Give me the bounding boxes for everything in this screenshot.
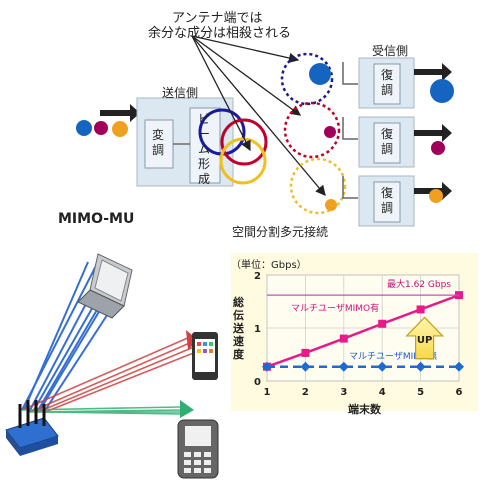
- x-tick-label: 2: [302, 387, 309, 398]
- up-label: UP: [417, 335, 432, 346]
- x-tick-label: 6: [456, 387, 463, 398]
- beamforming-label: ビーム形成: [198, 112, 211, 186]
- y-tick-label: 0: [254, 377, 261, 388]
- series-1-label: マルチユーザMIMO有: [291, 302, 379, 314]
- cancel-arrow-4: [191, 35, 326, 196]
- series-line-1: [266, 293, 460, 368]
- series-1-point: [416, 305, 425, 314]
- series-2-point: [415, 361, 426, 372]
- y-tick-label: 2: [254, 271, 261, 282]
- x-tick-label: 5: [417, 387, 424, 398]
- rx-orange-dot: [325, 199, 337, 211]
- beam-yellow-circle: [219, 137, 267, 185]
- series-1-point: [301, 348, 310, 357]
- y-tick-label: 1: [254, 324, 261, 335]
- modulation-label: 変調: [152, 128, 165, 157]
- rx-yellow-dotted-circle: [289, 157, 347, 215]
- input-orange-dot: [112, 121, 128, 137]
- max-label: 最大1.62 Gbps: [387, 278, 451, 290]
- series-1-point: [378, 319, 387, 328]
- chart-ylabel: 総伝送速度: [233, 296, 244, 361]
- transmitter-label: 送信側: [162, 86, 199, 100]
- output-blue-dot: [430, 79, 454, 103]
- rx-red-dotted-circle: [283, 101, 341, 159]
- chart-xlabel: 端末数: [348, 403, 381, 416]
- cancel-arrow-1: [191, 35, 251, 152]
- x-tick-label: 4: [379, 387, 386, 398]
- sdma-label: 空間分割多元接続: [232, 225, 329, 239]
- demod-label-2: 復調: [381, 127, 394, 156]
- x-tick-label: 1: [264, 387, 271, 398]
- series-1-point: [339, 334, 348, 343]
- demod-label-3: 復調: [381, 186, 394, 215]
- rx-blue-dot: [309, 63, 331, 85]
- demod-box-3: [373, 181, 401, 223]
- annotation-line-1: アンテナ端では: [172, 11, 263, 26]
- sdma-diagram: [76, 35, 454, 227]
- mimo-mu-illustration: [5, 253, 219, 479]
- input-blue-dot: [76, 120, 92, 136]
- series-2-point: [300, 361, 311, 372]
- rx-magenta-dot: [324, 126, 336, 138]
- beam-red-circle: [220, 118, 268, 166]
- series-2-point: [377, 361, 388, 372]
- input-arrow: [100, 104, 140, 122]
- output-orange-dot: [429, 189, 443, 203]
- x-tick-label: 3: [340, 387, 347, 398]
- rx-blue-dotted-circle: [280, 52, 334, 106]
- modulation-box: [144, 119, 174, 169]
- up-arrow: [405, 316, 445, 360]
- feature-phone-icon: [177, 419, 219, 479]
- series-2-point: [262, 361, 272, 372]
- base-station-icon: [5, 400, 59, 456]
- rx-antenna-3: [342, 176, 358, 199]
- rx-antenna-2: [342, 117, 358, 140]
- smartphone-icon: [192, 332, 218, 380]
- output-magenta-dot: [431, 141, 445, 155]
- cancel-arrow-2: [191, 35, 300, 64]
- series-2-point: [454, 361, 464, 372]
- input-magenta-dot: [94, 121, 108, 135]
- annotation-line-2: 余分な成分は相殺される: [148, 26, 292, 41]
- demod-label-1: 復調: [381, 68, 394, 97]
- mimo-mu-title: MIMO-MU: [58, 211, 135, 227]
- laptop-icon: [77, 253, 133, 319]
- chart-unit-label: （単位：Gbps）: [231, 260, 307, 271]
- receiver-label: 受信側: [372, 44, 409, 58]
- series-2-point: [338, 361, 349, 372]
- cancel-arrow-3: [191, 35, 302, 116]
- demod-box-1: [373, 63, 401, 105]
- rx-antenna-1: [342, 62, 358, 85]
- demod-box-2: [373, 122, 401, 164]
